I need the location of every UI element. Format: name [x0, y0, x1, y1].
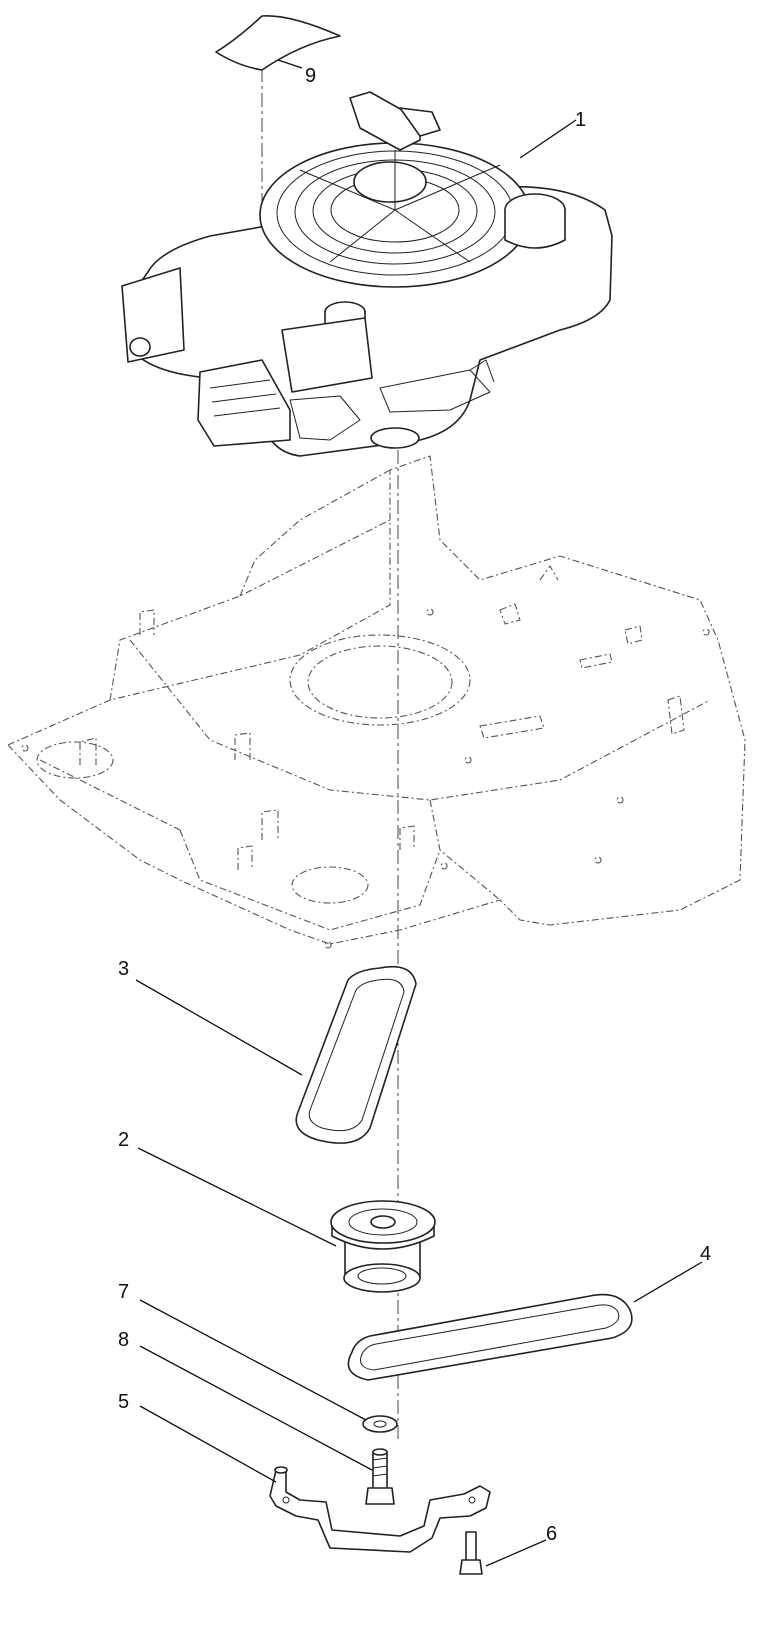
engine-part [121, 91, 613, 457]
callout-3: 3 [118, 958, 129, 980]
decal-part [215, 15, 341, 71]
callout-2: 2 [118, 1129, 129, 1151]
callout-8: 8 [118, 1329, 129, 1351]
callout-7: 7 [118, 1281, 129, 1303]
upper-belt-part [295, 965, 417, 1144]
mower-deck-ghost [7, 455, 746, 949]
callout-4: 4 [700, 1243, 711, 1265]
callout-6: 6 [546, 1523, 557, 1545]
leader-lines [135, 59, 703, 1567]
callout-1: 1 [575, 109, 586, 131]
callout-9: 9 [305, 65, 316, 87]
leader-7 [139, 1299, 367, 1421]
leader-1 [519, 119, 577, 159]
leader-9 [277, 59, 303, 69]
leader-3 [135, 979, 303, 1076]
leader-8 [139, 1345, 373, 1471]
pulley-part [330, 1200, 436, 1293]
leader-6 [485, 1539, 547, 1567]
leader-2 [137, 1147, 337, 1247]
bolt-part [365, 1448, 395, 1505]
small-bolt-part [459, 1531, 483, 1575]
leader-5 [139, 1405, 277, 1483]
leader-4 [633, 1261, 703, 1303]
belt-guide-bracket-part [269, 1466, 491, 1553]
callout-5: 5 [118, 1391, 129, 1413]
washer-part [362, 1415, 398, 1433]
lower-belt-part [347, 1293, 633, 1381]
